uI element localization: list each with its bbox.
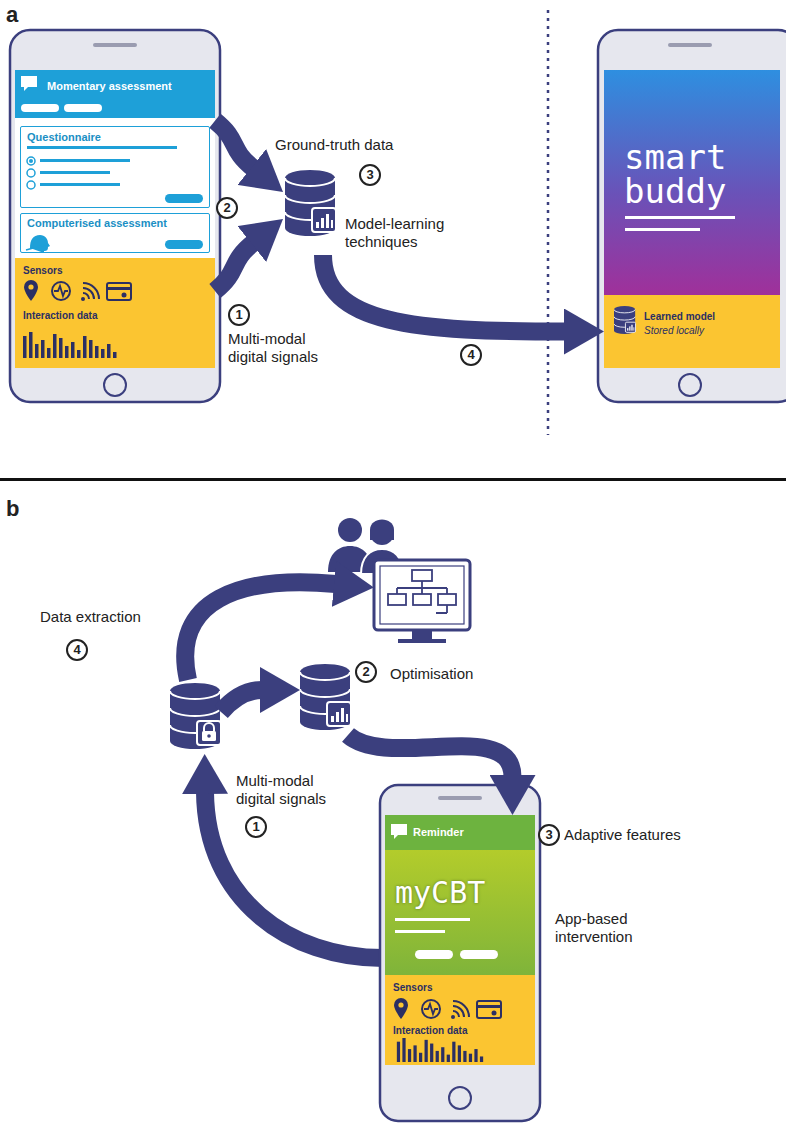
flow-arrow	[215, 243, 253, 291]
flow-arrow	[215, 121, 253, 169]
callout-number: 2	[355, 661, 377, 683]
callout-number: 4	[66, 639, 88, 661]
sensor-band: SensorsInteraction data	[15, 258, 215, 368]
node-text: Interaction data	[23, 310, 173, 322]
node-title: Learned model	[644, 311, 774, 323]
sensor-band: SensorsInteraction data	[385, 975, 535, 1065]
panel-letter: a	[6, 2, 18, 28]
computerised-box: Computerised assessment	[20, 213, 210, 253]
app-screen: myCBT	[385, 850, 535, 975]
panel-letter: b	[6, 496, 19, 522]
node-title: Model-learning techniques	[345, 215, 480, 251]
assessment-panel: Momentary assessmentQuestionnaireCompute…	[15, 70, 215, 258]
questionnaire-box: Questionnaire	[20, 126, 210, 208]
node-text: Interaction data	[393, 1025, 523, 1037]
node-title: myCBT	[395, 878, 525, 908]
flow-arrow	[348, 735, 513, 777]
node-title: Momentary assessment	[47, 80, 212, 93]
node-title: Optimisation	[390, 665, 495, 683]
database: Model-learning techniques	[283, 165, 483, 255]
flow-arrow	[323, 255, 566, 332]
node-title: Computerised assessment	[27, 217, 202, 230]
node-title: Reminder	[413, 826, 528, 839]
arrow-label: Multi-modal digital signals	[236, 772, 348, 808]
node-text: Stored locally	[644, 325, 774, 337]
node-title: smart buddy	[624, 140, 764, 208]
node-title: Sensors	[23, 265, 173, 277]
node-title: Questionnaire	[27, 131, 197, 144]
arrow-label: Adaptive features	[564, 826, 724, 844]
app-screen: smart buddy	[604, 70, 780, 295]
arrow-label: Data extraction	[40, 608, 180, 626]
callout-number: 2	[216, 197, 238, 219]
arrow-label: Multi-modal digital signals	[228, 330, 338, 366]
callout-number: 3	[538, 824, 560, 846]
callout-number: 3	[359, 164, 381, 186]
arrow-label: Ground-truth data	[275, 136, 415, 154]
reminder-band: Reminder	[385, 815, 535, 850]
node-title: Sensors	[393, 982, 523, 994]
database: Optimisation	[298, 655, 498, 735]
callout-number: 1	[228, 304, 250, 326]
node-title: App-based intervention	[555, 910, 670, 946]
callout-number: 4	[460, 344, 482, 366]
callout-number: 1	[245, 816, 267, 838]
model-band: Learned modelStored locally	[604, 295, 780, 368]
phone: App-based interventionRemindermyCBTSenso…	[380, 785, 540, 1121]
